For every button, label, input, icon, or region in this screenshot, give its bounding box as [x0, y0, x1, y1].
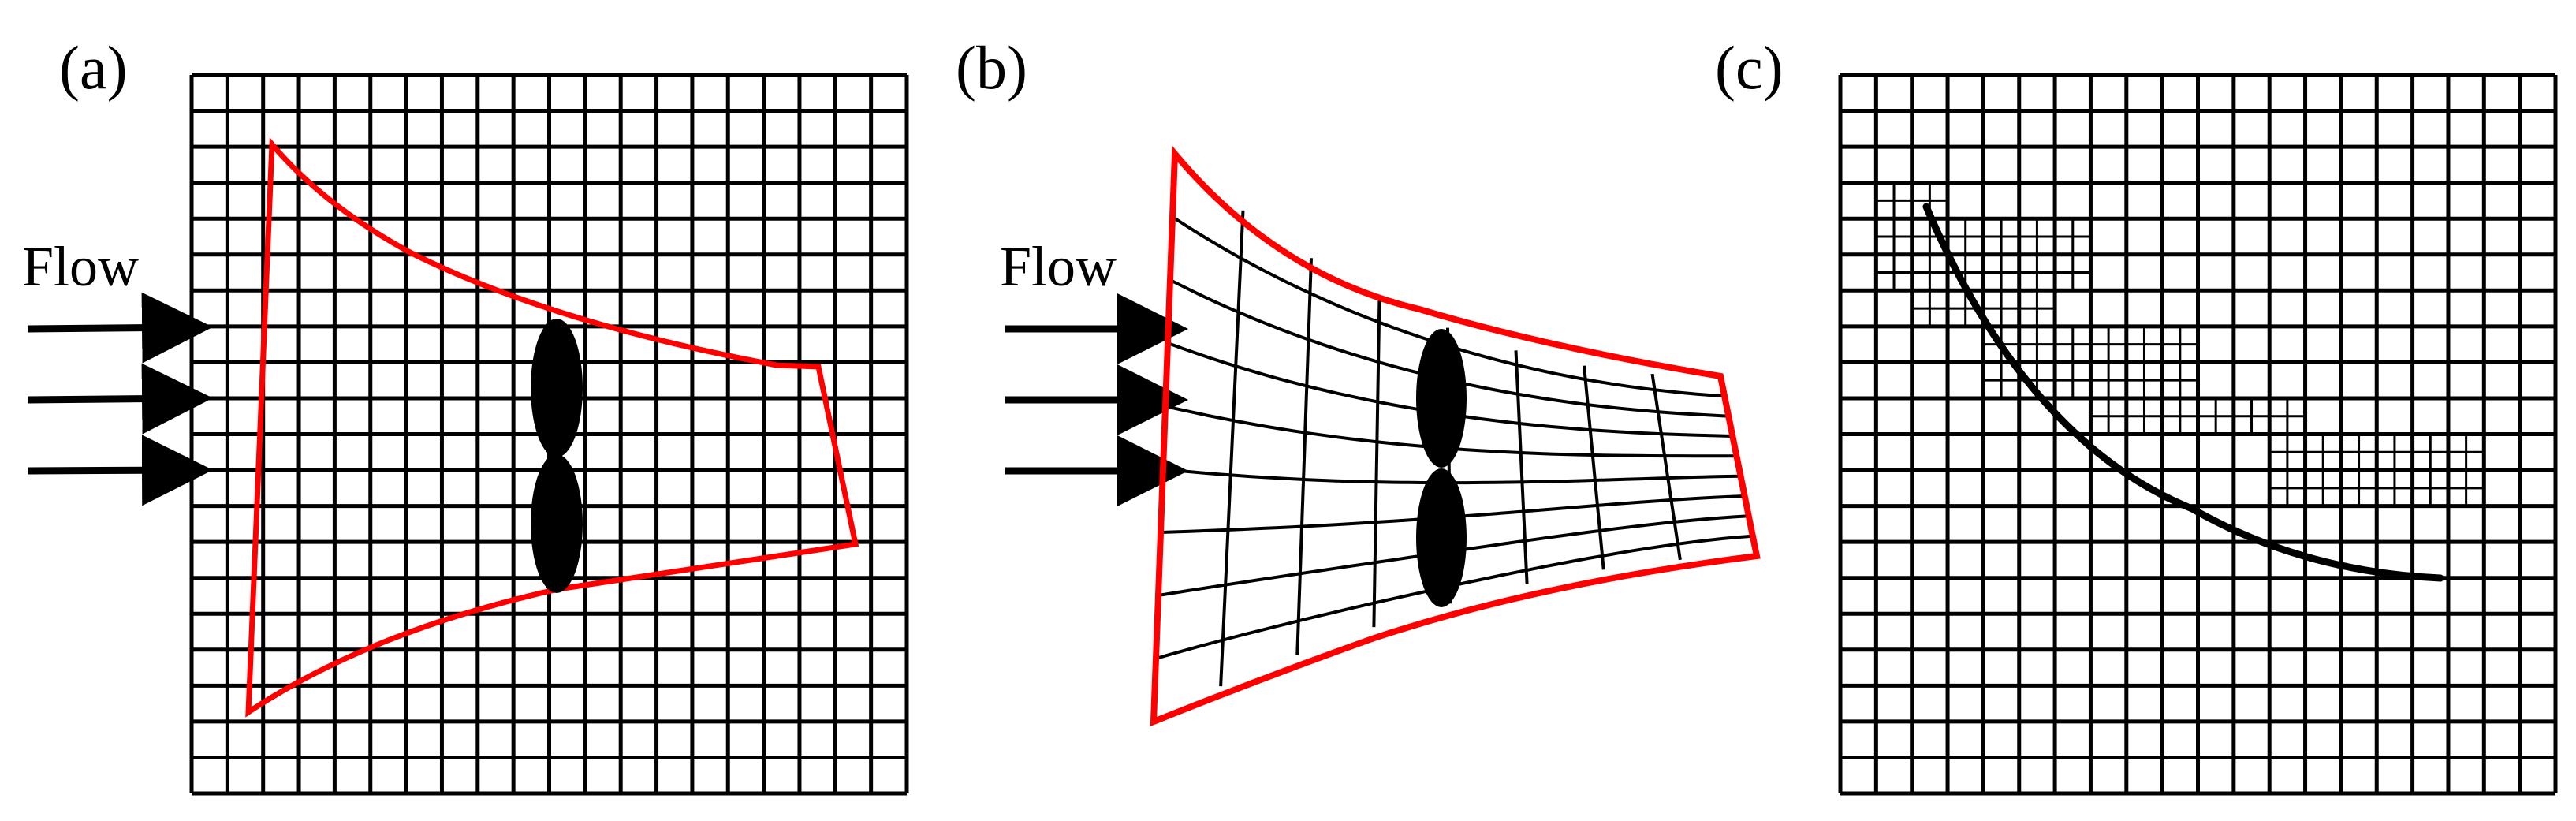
- panel-a-flow-arrows: [27, 292, 213, 506]
- panel-b-body-lower: [1416, 468, 1467, 607]
- panel-b: (b) Flow: [956, 33, 1761, 727]
- panel-a-body-upper: [531, 319, 583, 457]
- grid-line-crossstream: [1372, 297, 1381, 628]
- flow-arrow: [27, 292, 213, 364]
- flow-arrow: [27, 435, 213, 506]
- panel-b-body-upper: [1416, 329, 1467, 468]
- panel-a-label: (a): [59, 33, 128, 102]
- panel-a-flow-label: Flow: [22, 235, 139, 298]
- panel-b-flow-label: Flow: [1000, 235, 1117, 298]
- panel-a: (a) Flow: [22, 33, 909, 796]
- grid-line-crossstream: [1514, 350, 1529, 585]
- flow-arrow: [27, 363, 213, 435]
- panel-c: (c): [1715, 33, 2558, 796]
- grid-line-crossstream: [1219, 210, 1245, 687]
- panel-a-grid: [189, 73, 909, 796]
- panel-b-label: (b): [956, 33, 1027, 102]
- panel-b-flow-arrows: [1005, 293, 1188, 506]
- grid-line-crossstream: [1650, 373, 1682, 561]
- panel-c-label: (c): [1715, 33, 1784, 102]
- grid-line-crossstream: [1295, 258, 1313, 655]
- panel-c-curve: [1922, 203, 2444, 582]
- grid-line-crossstream: [1583, 365, 1605, 570]
- panel-c-grid: [1838, 73, 2558, 796]
- panel-c-refined-grid: [1876, 182, 2485, 506]
- panel-b-boundary: [1150, 145, 1761, 727]
- panel-a-body-lower: [531, 454, 583, 593]
- panel-a-boundary: [245, 136, 859, 718]
